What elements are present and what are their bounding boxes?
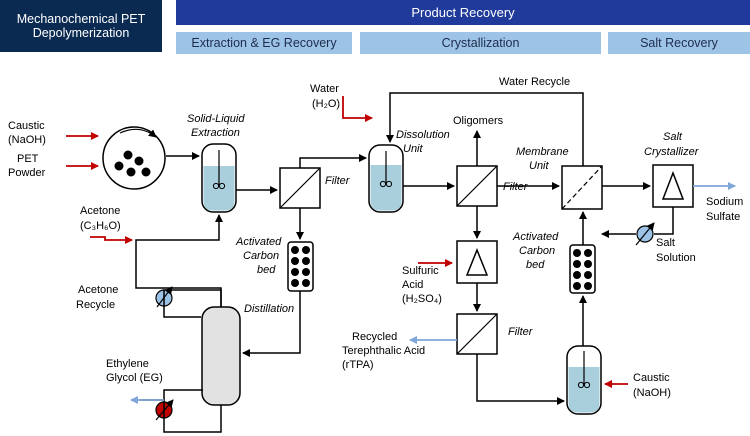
salt-solution-label: Salt	[656, 237, 675, 249]
salt-crystallizer	[652, 164, 694, 208]
extraction-header: Extraction & EG Recovery	[176, 32, 352, 54]
rtpa-label-2: Terephthalic Acid	[342, 345, 425, 357]
sodium-label: Sodium	[706, 196, 743, 208]
solution-label: Solution	[656, 252, 696, 264]
pet-label: PET	[17, 153, 39, 165]
dissolution-unit-label: Unit	[403, 143, 424, 155]
acetone-formula-label: (C₃H₆O)	[80, 220, 121, 232]
carbon-2-label: Carbon	[519, 245, 555, 257]
recycle-label: Recycle	[76, 299, 115, 311]
caustic-2-label: Caustic	[633, 372, 670, 384]
acetone-label: Acetone	[80, 205, 120, 217]
acid-label: Acid	[402, 279, 423, 291]
title-banner: Mechanochemical PET Depolymerization	[0, 0, 162, 52]
pet-powder-label: Powder	[8, 167, 46, 179]
water-recycle-label: Water Recycle	[499, 76, 570, 88]
rtpa-label-3: (rTPA)	[342, 359, 374, 371]
neutralization-vessel	[566, 345, 602, 415]
dissolution-label: Dissolution	[396, 129, 450, 141]
sulfate-label: Sulfate	[706, 211, 740, 223]
activated-carbon-bed-1	[287, 241, 314, 292]
distillation-label: Distillation	[244, 303, 294, 315]
filter-3	[456, 313, 498, 355]
oligomers-label: Oligomers	[453, 115, 504, 127]
salt-solution-exchanger	[635, 222, 655, 246]
extraction-label: Extraction	[191, 127, 240, 139]
feed-arrows	[66, 96, 628, 388]
filter-3-label: Filter	[508, 326, 534, 338]
activated-1-label: Activated	[235, 236, 282, 248]
crystallizer	[456, 240, 498, 284]
activated-2-label: Activated	[512, 231, 559, 243]
membrane-unit-label: Unit	[529, 160, 550, 172]
water-label: Water	[310, 83, 339, 95]
naoh-2-label: (NaOH)	[633, 387, 671, 399]
water-formula-label: (H₂O)	[312, 98, 340, 110]
ball-mill-icon	[102, 126, 166, 190]
crystallization-header: Crystallization	[360, 32, 601, 54]
filter-1-label: Filter	[325, 175, 351, 187]
bed-1-label: bed	[257, 264, 276, 276]
rtpa-label-1: Recycled	[352, 331, 397, 343]
product-arrows	[130, 182, 736, 404]
salt-recovery-header: Salt Recovery	[608, 32, 750, 54]
salt-cryst-label: Salt	[663, 131, 683, 143]
ethylene-label: Ethylene	[106, 358, 149, 370]
filter-2	[456, 165, 498, 207]
title-line-2: Depolymerization	[32, 26, 130, 40]
process-lines	[135, 92, 674, 433]
product-recovery-header: Product Recovery	[176, 0, 750, 25]
sulfuric-label: Sulfuric	[402, 265, 439, 277]
acetone-recycle-label: Acetone	[78, 284, 118, 296]
solid-liquid-label: Solid-Liquid	[187, 113, 245, 125]
filter-2-label: Filter	[503, 181, 529, 193]
membrane-label: Membrane	[516, 146, 569, 158]
distillation-column	[201, 306, 241, 406]
dissolution-vessel	[368, 144, 404, 213]
glycol-label: Glycol (EG)	[106, 372, 163, 384]
activated-carbon-bed-2	[569, 244, 596, 294]
crystallizer-label: Crystallizer	[644, 146, 700, 158]
extraction-vessel	[201, 143, 237, 213]
title-line-1: Mechanochemical PET	[16, 12, 146, 26]
caustic-label: Caustic	[8, 120, 45, 132]
filter-1	[279, 167, 321, 209]
bed-2-label: bed	[526, 259, 545, 271]
sulfuric-formula-label: (H₂SO₄)	[402, 293, 442, 305]
carbon-1-label: Carbon	[243, 250, 279, 262]
membrane-unit	[561, 165, 603, 210]
naoh-label: (NaOH)	[8, 134, 46, 146]
